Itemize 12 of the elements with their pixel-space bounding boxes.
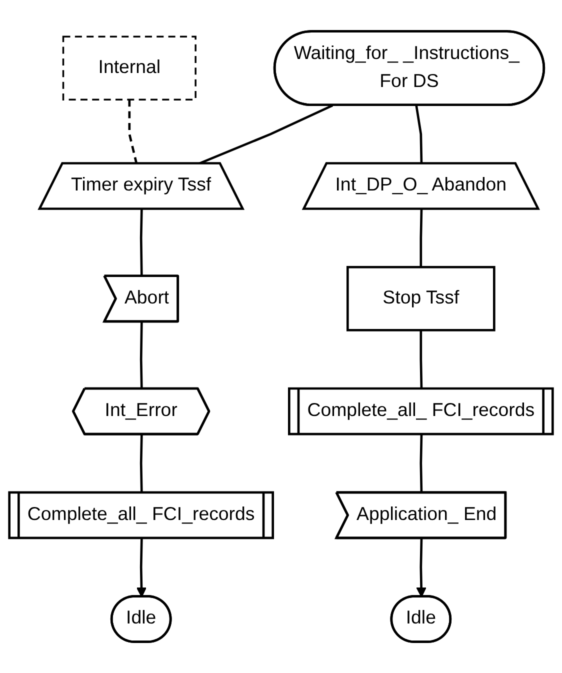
connector (128, 100, 138, 164)
connector (420, 330, 423, 390)
arrow (136, 538, 147, 598)
arrow (416, 538, 426, 598)
node-box: Internal (62, 36, 196, 100)
connector (415, 105, 423, 164)
connector (140, 434, 143, 493)
connector (140, 322, 143, 390)
connector (140, 209, 143, 276)
connector (420, 434, 423, 493)
node-box: Stop Tssf (346, 266, 496, 332)
connector (420, 209, 423, 268)
